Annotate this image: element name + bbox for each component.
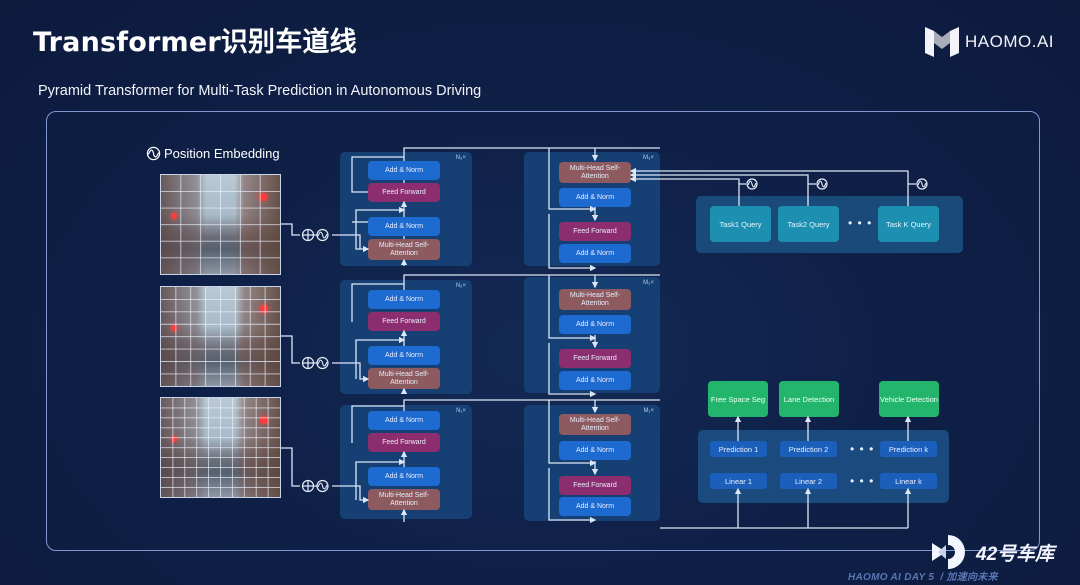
decoder-feed-forward: Feed Forward	[559, 222, 631, 241]
encoder-add-norm: Add & Norm	[368, 217, 440, 236]
decoder-feed-forward: Feed Forward	[559, 476, 631, 495]
decoder-self-attention: Multi-Head Self-Attention	[559, 289, 631, 310]
block-repeat-tag: M₂×	[643, 280, 654, 286]
event-footer: HAOMO AI DAY 5 / 加速向未来	[848, 568, 998, 583]
decoder-add-norm: Add & Norm	[559, 244, 631, 263]
encoder-feed-forward: Feed Forward	[368, 433, 440, 452]
patch-grid-10x10	[161, 398, 280, 497]
haomo-logo-icon	[925, 27, 959, 57]
decoder-self-attention: Multi-Head Self-Attention	[559, 162, 631, 183]
encoder-self-attention: Multi-Head Self-Attention	[368, 489, 440, 510]
traffic-light	[171, 213, 177, 219]
slide-subtitle: Pyramid Transformer for Multi-Task Predi…	[38, 83, 482, 99]
add-position-embedding-icon	[301, 228, 329, 242]
position-embedding-legend: Position Embedding	[146, 146, 280, 161]
input-image-level-3	[160, 397, 281, 498]
encoder-add-norm: Add & Norm	[368, 290, 440, 309]
decoder-add-norm: Add & Norm	[559, 441, 631, 460]
decoder-add-norm: Add & Norm	[559, 497, 631, 516]
encoder-feed-forward: Feed Forward	[368, 183, 440, 202]
task-query-2: Task2 Query	[778, 206, 839, 242]
linear-1: Linear 1	[710, 473, 767, 489]
encoder-add-norm: Add & Norm	[368, 467, 440, 486]
output-lane-detection: Lane Detection	[779, 381, 839, 417]
patch-grid-6x6	[161, 175, 280, 274]
encoder-add-norm: Add & Norm	[368, 411, 440, 430]
haomo-logo: HAOMO.AI	[925, 27, 1054, 57]
watermark-brand: 42号车库	[930, 533, 1054, 571]
event-slogan: / 加速向未来	[940, 572, 998, 583]
query-embedding-icon	[916, 178, 928, 190]
ellipsis: • • •	[850, 474, 875, 488]
ellipsis: • • •	[848, 216, 873, 230]
linear-2: Linear 2	[780, 473, 837, 489]
query-embedding-icon	[816, 178, 828, 190]
prediction-2: Prediction 2	[780, 441, 837, 457]
position-embedding-label: Position Embedding	[164, 146, 280, 161]
event-name: HAOMO AI DAY 5	[848, 572, 935, 583]
output-free-space-seg: Free Space Seg	[708, 381, 768, 417]
input-image-level-2	[160, 286, 281, 387]
prediction-k: Prediction k	[880, 441, 937, 457]
logo-text: HAOMO.AI	[965, 32, 1055, 51]
traffic-light	[171, 436, 177, 442]
encoder-self-attention: Multi-Head Self-Attention	[368, 239, 440, 260]
garage-logo-icon	[932, 535, 965, 569]
patch-grid-8x8	[161, 287, 280, 386]
query-embedding-icon	[746, 178, 758, 190]
encoder-add-norm: Add & Norm	[368, 346, 440, 365]
block-repeat-tag: N₂×	[455, 283, 466, 289]
block-repeat-tag: N₁×	[456, 408, 466, 414]
decoder-add-norm: Add & Norm	[559, 371, 631, 390]
block-repeat-tag: N₃×	[455, 155, 466, 161]
watermark-brand-name: 42号车库	[976, 543, 1055, 565]
input-image-level-1	[160, 174, 281, 275]
traffic-light	[260, 416, 268, 424]
prediction-1: Prediction 1	[710, 441, 767, 457]
traffic-light	[171, 325, 177, 331]
decoder-add-norm: Add & Norm	[559, 188, 631, 207]
encoder-self-attention: Multi-Head Self-Attention	[368, 368, 440, 389]
traffic-light	[259, 193, 267, 201]
block-repeat-tag: M₃×	[643, 155, 654, 161]
encoder-feed-forward: Feed Forward	[368, 312, 440, 331]
decoder-feed-forward: Feed Forward	[559, 349, 631, 368]
diagram-frame	[46, 111, 1040, 551]
add-position-embedding-icon	[301, 479, 329, 493]
task-query-1: Task1 Query	[710, 206, 771, 242]
traffic-light	[260, 305, 268, 313]
slide-title: Transformer识别车道线	[33, 27, 357, 58]
decoder-self-attention: Multi-Head Self-Attention	[559, 414, 631, 435]
sine-wave-icon	[146, 146, 161, 161]
encoder-add-norm: Add & Norm	[368, 161, 440, 180]
decoder-add-norm: Add & Norm	[559, 315, 631, 334]
output-vehicle-detection: Vehicle Detection	[879, 381, 939, 417]
block-repeat-tag: M₁×	[643, 408, 654, 414]
linear-k: Linear k	[880, 473, 937, 489]
ellipsis: • • •	[850, 442, 875, 456]
add-position-embedding-icon	[301, 356, 329, 370]
task-query-k: Task K Query	[878, 206, 939, 242]
